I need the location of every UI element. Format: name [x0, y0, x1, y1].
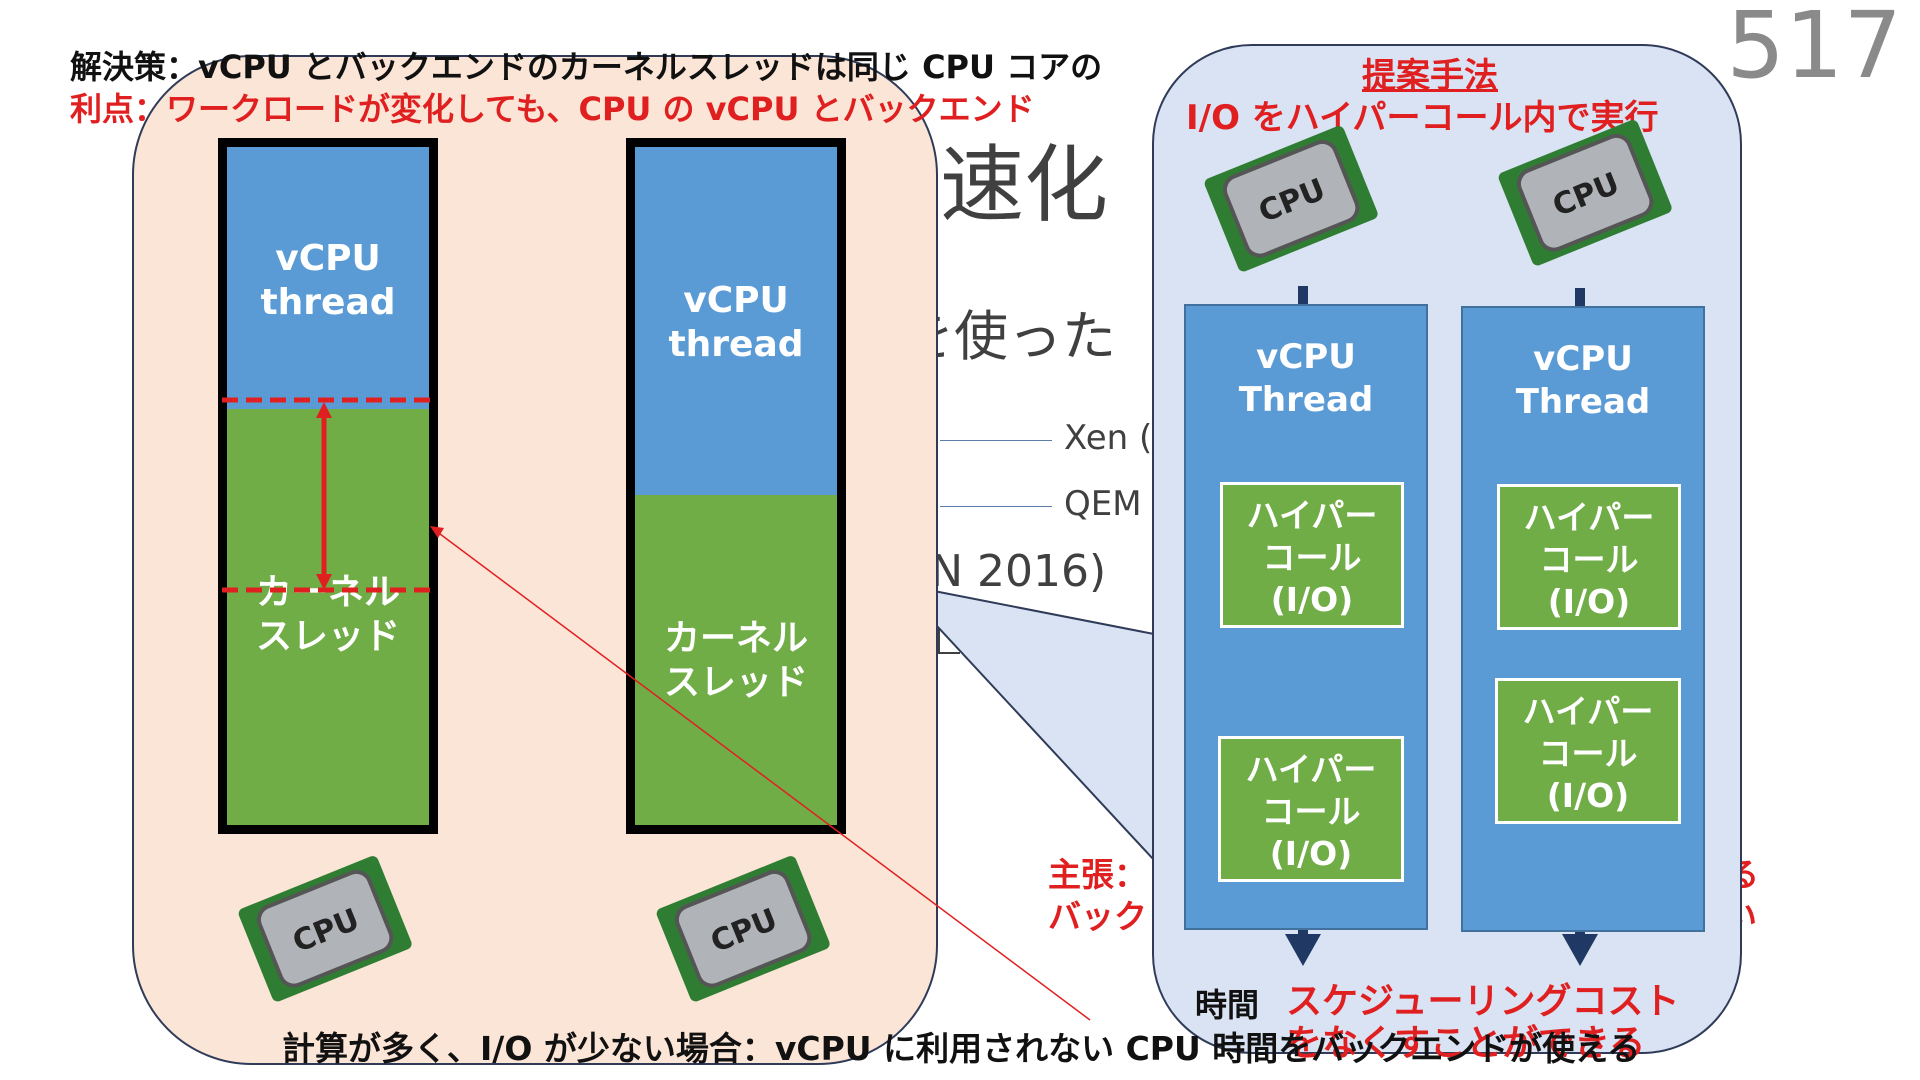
hypercall-io-box: ハイパー コール (I/O): [1220, 482, 1404, 628]
background-xen-fragment: Xen (: [1064, 418, 1153, 458]
hypercall-io-label: ハイパー コール (I/O): [1245, 750, 1377, 873]
vcpu-thread-segment: vCPU thread: [635, 147, 837, 495]
scheduling-cost-line-1: スケジューリングコスト: [1286, 981, 1680, 1022]
background-connector-line: [940, 440, 1052, 441]
cpu-chip-icon: CPU: [1498, 120, 1672, 266]
slide-number: 517: [1726, 0, 1902, 99]
vcpu-thread-label: vCPU thread: [260, 238, 396, 323]
benefit-line: 利点：ワークロードが変化しても、CPU の vCPU とバックエンド: [70, 90, 1035, 128]
thread-bar-2: vCPU thread カーネル スレッド: [626, 138, 846, 834]
hypercall-io-label: ハイパー コール (I/O): [1522, 692, 1654, 815]
background-claim-fragment: バック: [1048, 897, 1147, 936]
background-claim-fragment: 主張：: [1048, 855, 1147, 894]
cpu-chip-icon: CPU: [656, 856, 830, 1002]
hypercall-io-box: ハイパー コール (I/O): [1495, 678, 1681, 824]
proposal-subtitle: I/O をハイパーコール内で実行: [1186, 98, 1659, 138]
hypercall-io-box: ハイパー コール (I/O): [1497, 484, 1681, 630]
vcpu-thread-label: vCPU Thread: [1238, 337, 1374, 420]
cpu-chip-icon: CPU: [238, 856, 412, 1002]
kernel-thread-segment: カーネル スレッド: [227, 409, 429, 825]
vcpu-thread-column-1: vCPU Thread ハイパー コール (I/O) ハイパー コール (I/O…: [1184, 304, 1428, 930]
background-connector-line: [940, 506, 1052, 507]
vcpu-thread-segment: vCPU thread: [227, 147, 429, 409]
vcpu-thread-column-2: vCPU Thread ハイパー コール (I/O) ハイパー コール (I/O…: [1461, 306, 1705, 932]
background-qemu-fragment: QEM: [1064, 484, 1142, 524]
vcpu-thread-label: vCPU thread: [668, 280, 804, 365]
background-title-fragment: 速化: [940, 136, 1109, 234]
vcpu-thread-label: vCPU Thread: [1515, 339, 1651, 422]
thread-bar-1: vCPU thread カーネル スレッド: [218, 138, 438, 834]
hypercall-io-label: ハイパー コール (I/O): [1246, 496, 1378, 619]
kernel-thread-label: カーネル スレッド: [663, 618, 808, 703]
solution-line: 解決策：vCPU とバックエンドのカーネルスレッドは同じ CPU コアの: [70, 48, 1103, 86]
scheduling-cost-line-2: をなくすことができる: [1286, 1023, 1646, 1064]
proposal-title: 提案手法: [1362, 56, 1498, 96]
footer-note: 計算が多く、I/O が少ない場合：vCPU に利用されない CPU 時間をバック…: [282, 1029, 1641, 1068]
hypercall-io-box: ハイパー コール (I/O): [1218, 736, 1404, 882]
time-axis-label: 時間: [1195, 986, 1260, 1024]
hypercall-io-label: ハイパー コール (I/O): [1523, 498, 1655, 621]
kernel-thread-segment: カーネル スレッド: [635, 495, 837, 825]
cpu-chip-icon: CPU: [1204, 126, 1378, 272]
pointer-line: [431, 527, 1091, 1021]
